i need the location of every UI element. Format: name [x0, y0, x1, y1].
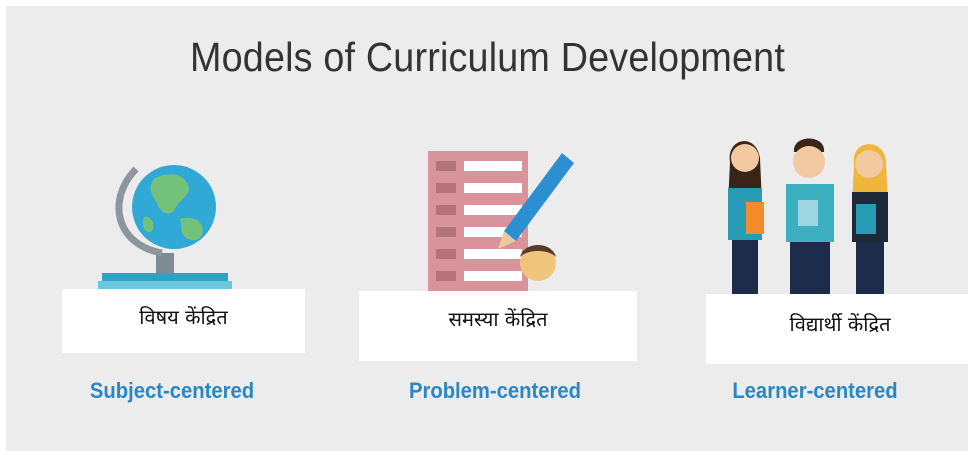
page-title: Models of Curriculum Development [190, 34, 785, 80]
hindi-label-box-problem: समस्या केंद्रित [359, 291, 637, 361]
hindi-label-subject: विषय केंद्रित [139, 305, 228, 329]
label-learner-centered: Learner-centered [732, 378, 898, 403]
label-problem-centered: Problem-centered [408, 378, 582, 403]
checklist-pencil-icon [428, 151, 574, 295]
students-icon [728, 138, 888, 297]
hindi-label-box-subject: विषय केंद्रित [62, 289, 305, 353]
globe-icon [98, 165, 232, 291]
label-subject-centered: Subject-centered [89, 378, 255, 403]
hindi-label-box-learner: विद्यार्थी केंद्रित [706, 294, 974, 364]
hindi-label-learner: विद्यार्थी केंद्रित [789, 312, 891, 336]
hindi-label-problem: समस्या केंद्रित [448, 307, 548, 331]
